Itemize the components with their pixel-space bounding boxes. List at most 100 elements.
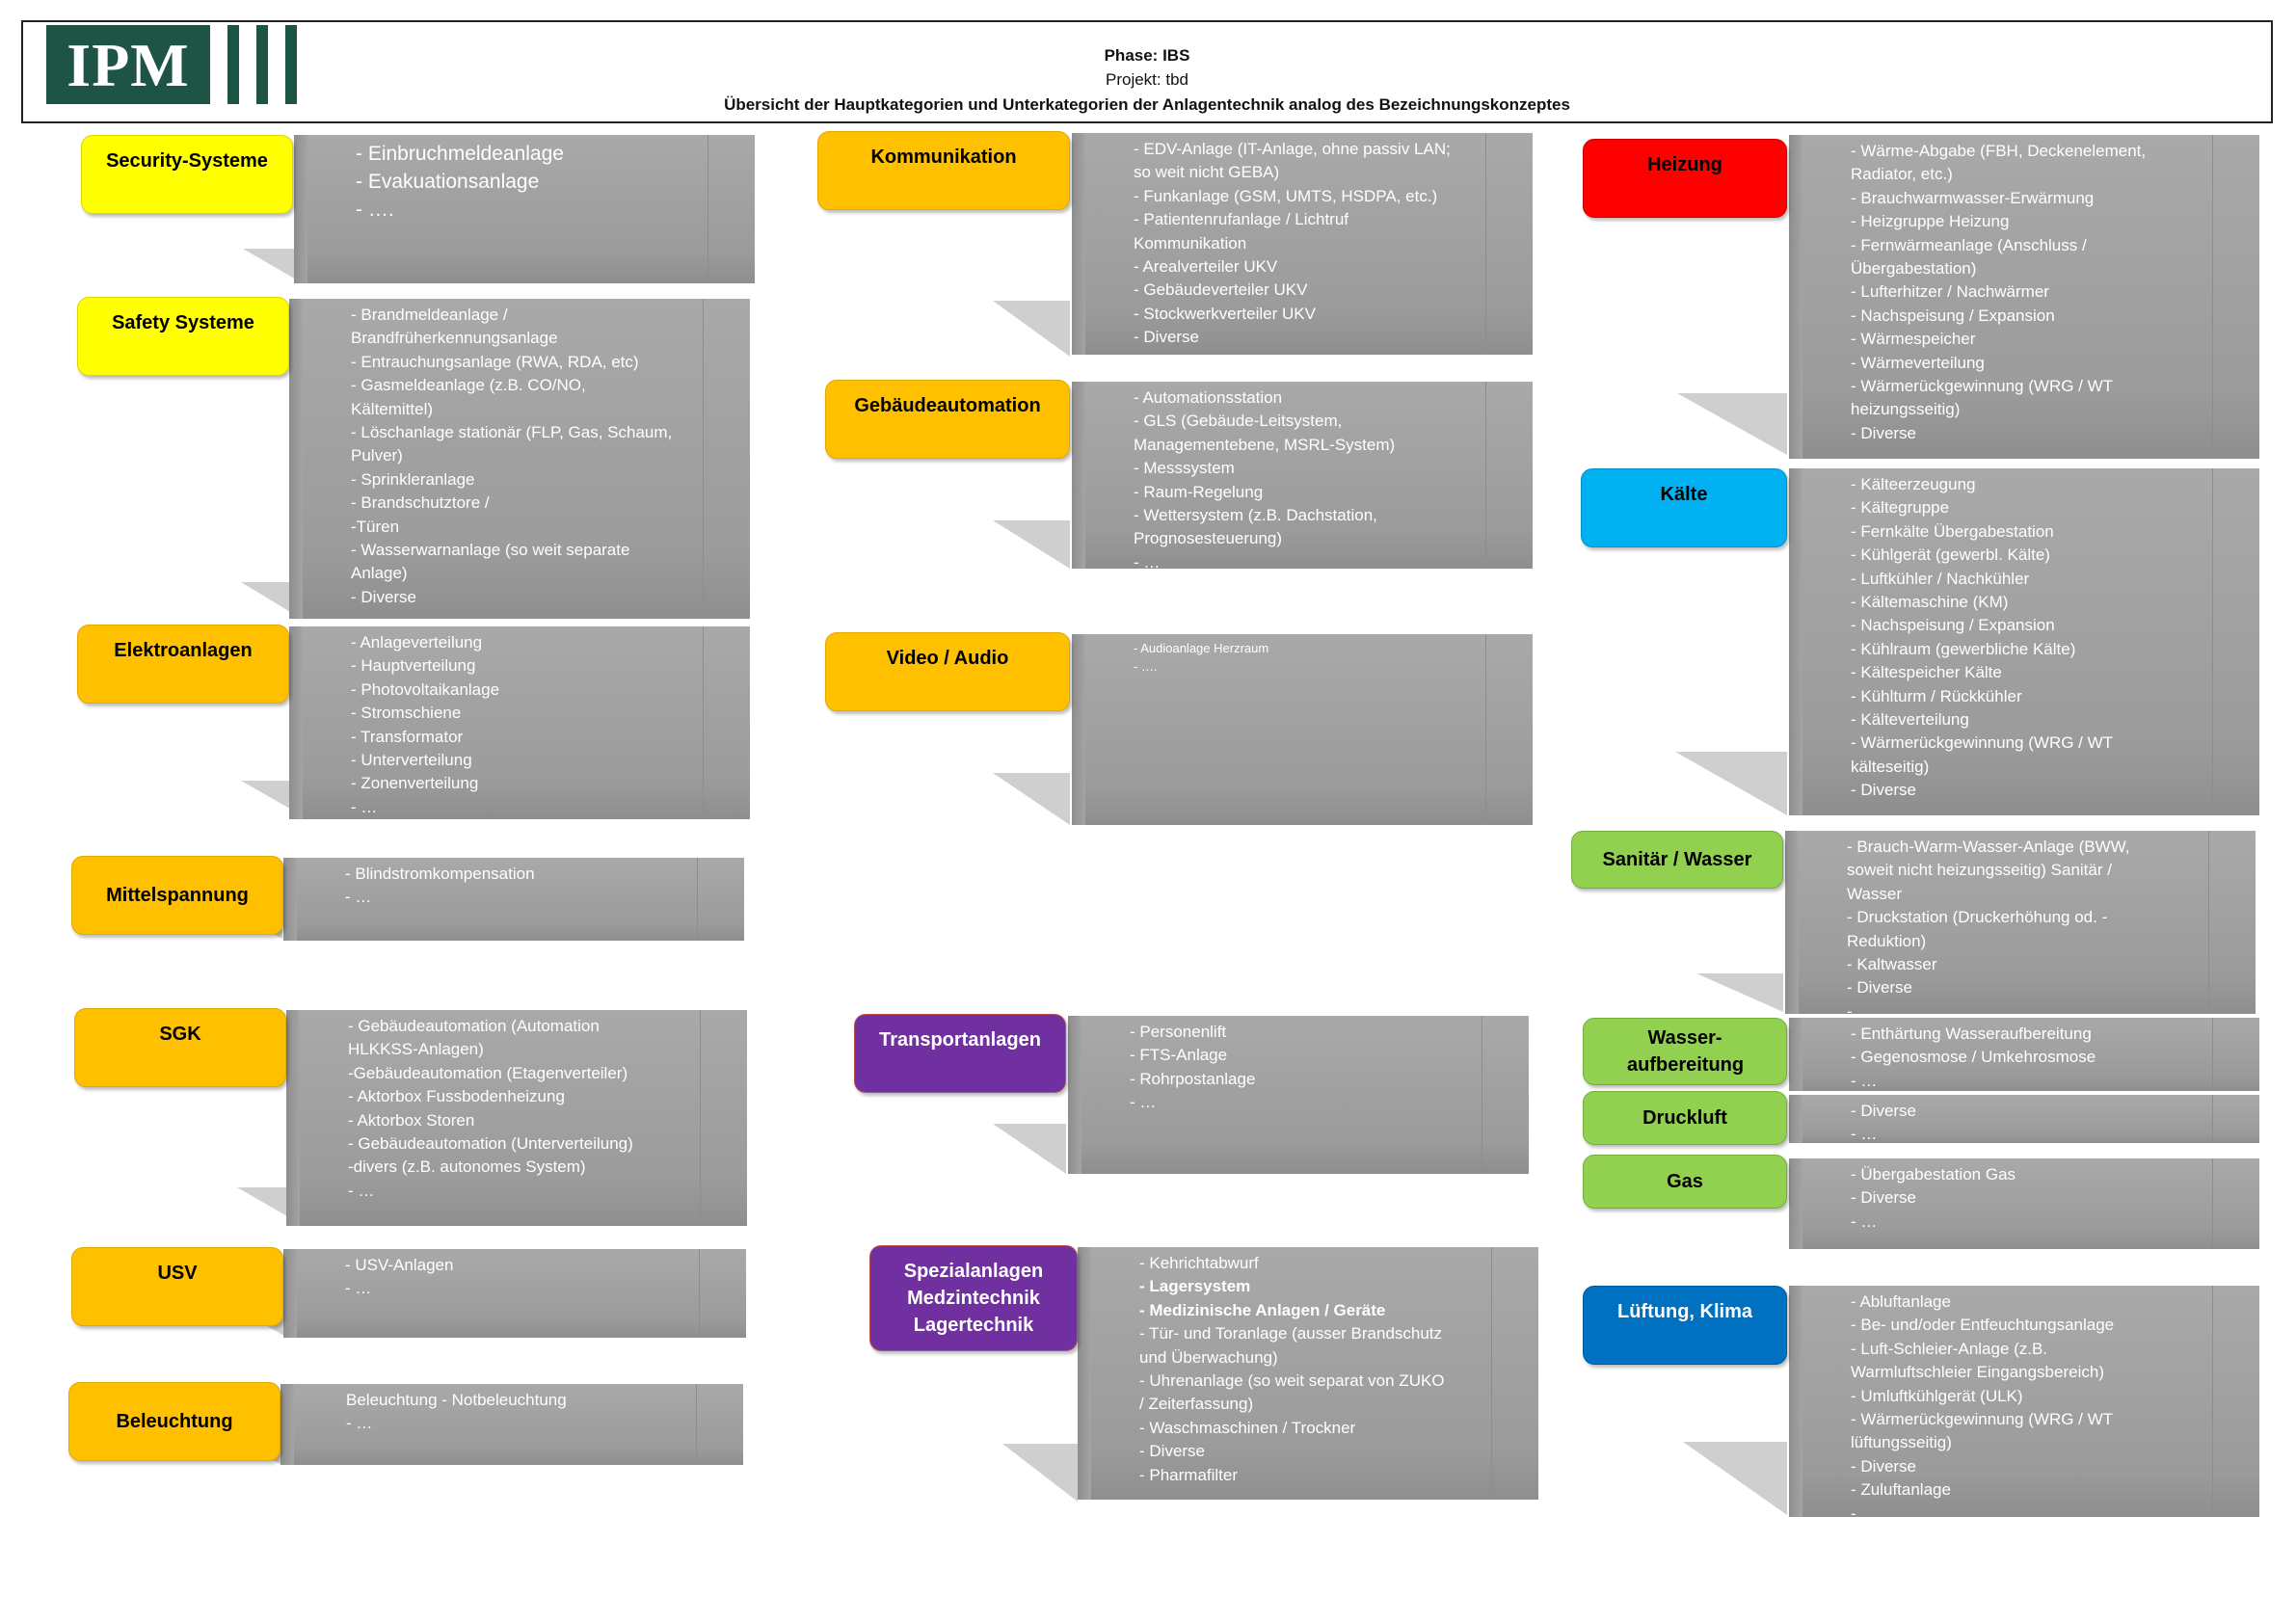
item-line: Übergabestation) — [1851, 259, 1977, 279]
item-line: - Evakuationsanlage — [356, 171, 540, 193]
category-gebaeudeautomation[interactable]: Gebäudeautomation — [825, 380, 1070, 459]
kaelte-shadow — [1675, 752, 1787, 815]
category-security-systeme[interactable]: Security-Systeme — [81, 135, 293, 214]
item-line: - Diverse — [1851, 423, 1917, 442]
item-line: Managementebene, MSRL-System) — [1134, 435, 1396, 454]
item-line: - Druckstation (Druckerhöhung od. - — [1847, 908, 2108, 927]
item-line: - Tür- und Toranlage (ausser Brandschutz — [1139, 1324, 1443, 1344]
category-label: Gas — [1667, 1171, 1703, 1192]
category-elektroanlagen[interactable]: Elektroanlagen — [77, 625, 289, 704]
item-line: - Medizinische Anlagen / Geräte — [1139, 1300, 1386, 1319]
item-line: - Uhrenanlage (so weit separat von ZUKO — [1139, 1371, 1445, 1391]
item-line: - Übergabestation Gas — [1851, 1165, 2016, 1184]
category-transportanlagen[interactable]: Transportanlagen — [854, 1014, 1066, 1093]
item-line: - … — [351, 797, 378, 816]
item-line: - EDV-Anlage (IT-Anlage, ohne passiv LAN… — [1134, 140, 1451, 158]
item-line: - Fernkälte Übergabestation — [1851, 521, 2054, 541]
item-line: - … — [345, 1279, 372, 1298]
item-line: - Patientenrufanlage / Lichtruf — [1134, 210, 1349, 229]
item-line: - Einbruchmeldeanlage — [356, 143, 564, 165]
item-line: - FTS-Anlage — [1130, 1046, 1228, 1065]
item-line: - Arealverteiler UKV — [1134, 257, 1278, 277]
category-wasseraufbereitung[interactable]: Wasser-aufbereitung — [1583, 1018, 1787, 1085]
category-label: Video / Audio — [886, 648, 1009, 669]
category-label: Transportanlagen — [879, 1029, 1041, 1051]
category-sgk[interactable]: SGK — [74, 1008, 286, 1087]
item-line: - Wettersystem (z.B. Dachstation, — [1134, 506, 1377, 525]
item-line: - Photovoltaikanlage — [351, 679, 500, 699]
logo-bar-1 — [227, 25, 239, 104]
item-line: - Automationsstation — [1134, 388, 1283, 407]
item-line: - Brandschutztore / — [351, 493, 490, 513]
category-kaelte[interactable]: Kälte — [1581, 468, 1787, 547]
item-line: - Diverse — [1851, 1188, 1917, 1208]
item-line: - … — [1851, 1503, 1878, 1517]
category-label: Gebäudeautomation — [854, 395, 1041, 416]
item-line: - Kältespeicher Kälte — [1851, 663, 2002, 682]
security-items: - Einbruchmeldeanlage - Evakuationsanlage… — [294, 135, 755, 283]
category-safety-systeme[interactable]: Safety Systeme — [77, 297, 289, 376]
item-line: - Zuluftanlage — [1851, 1480, 1951, 1500]
category-lueftung-klima[interactable]: Lüftung, Klima — [1583, 1286, 1787, 1365]
item-line: - Raum-Regelung — [1134, 482, 1264, 501]
item-line: - Brauch-Warm-Wasser-Anlage (BWW, — [1847, 838, 2130, 856]
druckluft-items: - Diverse- … — [1789, 1095, 2259, 1143]
video-shadow — [993, 773, 1070, 825]
item-line: - … — [1847, 1001, 1874, 1014]
kommunikation-items: - EDV-Anlage (IT-Anlage, ohne passiv LAN… — [1072, 133, 1533, 355]
category-beleuchtung[interactable]: Beleuchtung — [68, 1382, 280, 1461]
category-label: Heizung — [1647, 154, 1722, 175]
category-label: Elektroanlagen — [114, 640, 253, 661]
item-line: - Aktorbox Storen — [348, 1110, 475, 1130]
item-line: - Nachspeisung / Expansion — [1851, 306, 2055, 325]
item-line: - Enthärtung Wasseraufbereitung — [1851, 1024, 2092, 1043]
logo-bar-3 — [285, 25, 297, 104]
item-line: - Entrauchungsanlage (RWA, RDA, etc) — [351, 352, 639, 371]
video-items: - Audioanlage Herzraum - …. — [1072, 634, 1533, 825]
item-line: - Audioanlage Herzraum — [1134, 641, 1269, 655]
ipm-logo: IPM — [46, 25, 210, 104]
safety-shadow — [241, 582, 295, 615]
kommunikation-shadow — [993, 301, 1070, 357]
item-line: - USV-Anlagen — [345, 1256, 454, 1274]
category-heizung[interactable]: Heizung — [1583, 139, 1787, 218]
item-line: - Kaltwasser — [1847, 955, 1937, 974]
category-sanitaer-wasser[interactable]: Sanitär / Wasser — [1571, 831, 1783, 889]
item-line: lüftungsseitig) — [1851, 1433, 1952, 1452]
item-line: - Diverse — [1847, 978, 1913, 998]
lueftung-items: - Abluftanlage- Be- und/oder Entfeuchtun… — [1789, 1286, 2259, 1517]
item-line: - Zonenverteilung — [351, 774, 479, 793]
item-line: - … — [1130, 1093, 1157, 1112]
item-line: - Diverse — [1139, 1442, 1206, 1461]
category-spezialanlagen[interactable]: Spezialanlagen Medzintechnik Lagertechni… — [869, 1245, 1078, 1351]
category-gas[interactable]: Gas — [1583, 1155, 1787, 1209]
item-line: - Gegenosmose / Umkehrosmose — [1851, 1048, 2096, 1067]
category-label: Safety Systeme — [112, 312, 254, 333]
kaelte-items: - Kälteerzeugung- Kältegruppe- Fernkälte… — [1789, 468, 2259, 815]
item-line: - Gebäudeautomation (Automation — [348, 1017, 600, 1035]
category-druckluft[interactable]: Druckluft — [1583, 1091, 1787, 1145]
category-label: USV — [157, 1263, 198, 1284]
beleuchtung-items: Beleuchtung - Notbeleuchtung- … — [280, 1384, 743, 1465]
overview-title: Übersicht der Hauptkategorien und Unterk… — [724, 95, 1570, 114]
item-line: - Sprinkleranlage — [351, 469, 475, 489]
elektro-items: - Anlageverteilung- Hauptverteilung- Pho… — [289, 626, 750, 819]
item-line: - Heizgruppe Heizung — [1851, 212, 2010, 231]
item-line: - … — [1851, 1125, 1878, 1143]
item-line: Beleuchtung - Notbeleuchtung — [346, 1391, 567, 1409]
category-usv[interactable]: USV — [71, 1247, 283, 1326]
item-line: - Wärme-Abgabe (FBH, Deckenelement, — [1851, 142, 2147, 160]
gebaeudeautomation-items: - Automationsstation- GLS (Gebäude-Leits… — [1072, 382, 1533, 569]
category-mittelspannung[interactable]: Mittelspannung — [71, 856, 283, 935]
mittelspannung-items: - Blindstromkompensation- … — [283, 858, 744, 941]
item-line: Kältemittel) — [351, 399, 434, 418]
category-label: Spezialanlagen Medzintechnik Lagertechni… — [903, 1261, 1044, 1336]
item-line: soweit nicht heizungsseitig) Sanitär / — [1847, 861, 2112, 880]
category-video-audio[interactable]: Video / Audio — [825, 632, 1070, 711]
security-shadow — [243, 249, 303, 283]
category-kommunikation[interactable]: Kommunikation — [817, 131, 1070, 210]
item-line: - Kältemaschine (KM) — [1851, 593, 2009, 612]
item-line: - Umluftkühlgerät (ULK) — [1851, 1386, 2023, 1405]
item-line: Kommunikation — [1134, 233, 1247, 253]
item-line: - …. — [1134, 659, 1158, 674]
